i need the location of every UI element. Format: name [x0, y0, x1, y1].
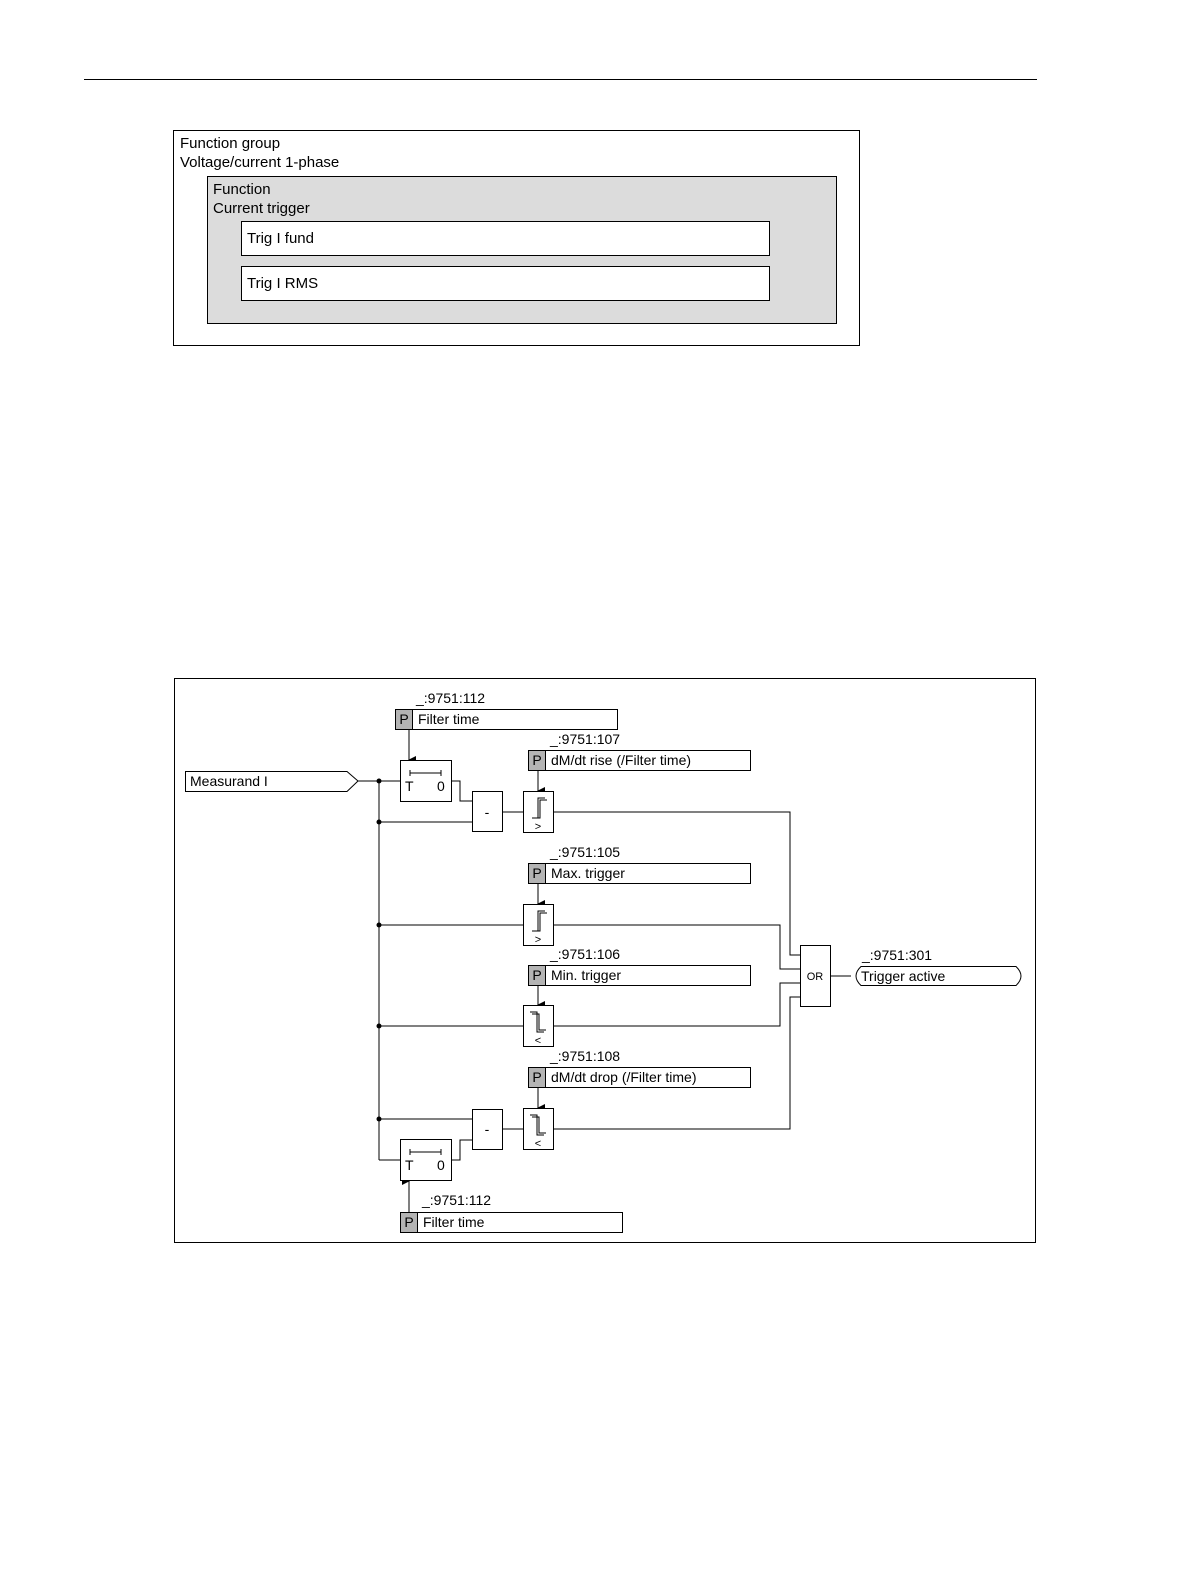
input-connector: Measurand I: [185, 771, 359, 792]
param-marker: P: [532, 967, 541, 983]
timer-t-label: T: [405, 1157, 414, 1173]
parameter-arrows: [402, 729, 545, 1212]
param-id: _:9751:112: [421, 1192, 491, 1208]
diagram-frame: [174, 678, 1036, 1243]
function-block-trig-i-rms: [241, 266, 770, 301]
param-name: Max. trigger: [551, 865, 625, 881]
param-marker: P: [404, 1214, 413, 1230]
function-block-label: Trig I fund: [247, 230, 314, 247]
param-name: dM/dt rise (/Filter time): [551, 752, 691, 768]
comparator-rise: >: [523, 791, 554, 833]
output-label: Trigger active: [861, 968, 946, 984]
param-marker: P: [532, 752, 541, 768]
timer-zero-label: 0: [437, 778, 445, 794]
param-marker: P: [532, 865, 541, 881]
timer-zero-label: 0: [437, 1157, 445, 1173]
filter-timer-bottom: T 0: [400, 1139, 452, 1181]
subtractor-label: -: [485, 804, 490, 820]
param-id: _:9751:108: [549, 1048, 620, 1064]
function-name: Current trigger: [213, 200, 310, 217]
function-block-label: Trig I RMS: [247, 275, 319, 292]
comparator-drop: <: [523, 1108, 554, 1150]
param-marker: P: [532, 1069, 541, 1085]
param-id: _:9751:106: [549, 946, 620, 962]
signal-wires: [358, 780, 851, 1161]
comparator-symbol: <: [535, 1035, 541, 1047]
function-group-name: Voltage/current 1-phase: [180, 154, 340, 171]
function-heading: Function: [213, 181, 271, 198]
comparator-min: <: [523, 1005, 554, 1047]
timer-t-label: T: [405, 778, 414, 794]
subtractor-top: -: [472, 791, 503, 832]
param-marker: P: [399, 711, 408, 727]
output-connector: Trigger active _:9751:301: [855, 947, 1022, 986]
param-filter-time-bottom: _:9751:112 P Filter time: [400, 1192, 623, 1233]
param-dmdt-rise: _:9751:107 P dM/dt rise (/Filter time): [528, 731, 751, 771]
param-max-trigger: _:9751:105 P Max. trigger: [528, 844, 751, 884]
param-id: _:9751:112: [415, 690, 485, 706]
header-rule: [84, 79, 1037, 80]
param-id: _:9751:107: [549, 731, 620, 747]
or-gate-label: OR: [807, 971, 824, 983]
param-name: Filter time: [423, 1214, 485, 1230]
output-id: _:9751:301: [861, 947, 932, 963]
subtractor-bottom: -: [472, 1109, 503, 1150]
function-block-trig-i-fund: [241, 221, 770, 256]
comparator-symbol: <: [535, 1138, 541, 1150]
comparator-max: >: [523, 904, 554, 946]
comparator-symbol: >: [535, 821, 541, 833]
param-name: Min. trigger: [551, 967, 621, 983]
param-name: Filter time: [418, 711, 480, 727]
param-dmdt-drop: _:9751:108 P dM/dt drop (/Filter time): [528, 1048, 751, 1088]
filter-timer-top: T 0: [400, 760, 452, 802]
comparator-symbol: >: [535, 934, 541, 946]
param-id: _:9751:105: [549, 844, 620, 860]
subtractor-label: -: [485, 1121, 490, 1137]
or-gate: OR: [800, 945, 831, 1007]
param-filter-time-top: _:9751:112 P Filter time: [395, 690, 618, 730]
param-name: dM/dt drop (/Filter time): [551, 1069, 696, 1085]
function-group-heading: Function group: [180, 135, 281, 152]
junction-dots: [376, 778, 382, 1122]
param-min-trigger: _:9751:106 P Min. trigger: [528, 946, 751, 986]
input-label: Measurand I: [190, 773, 268, 789]
